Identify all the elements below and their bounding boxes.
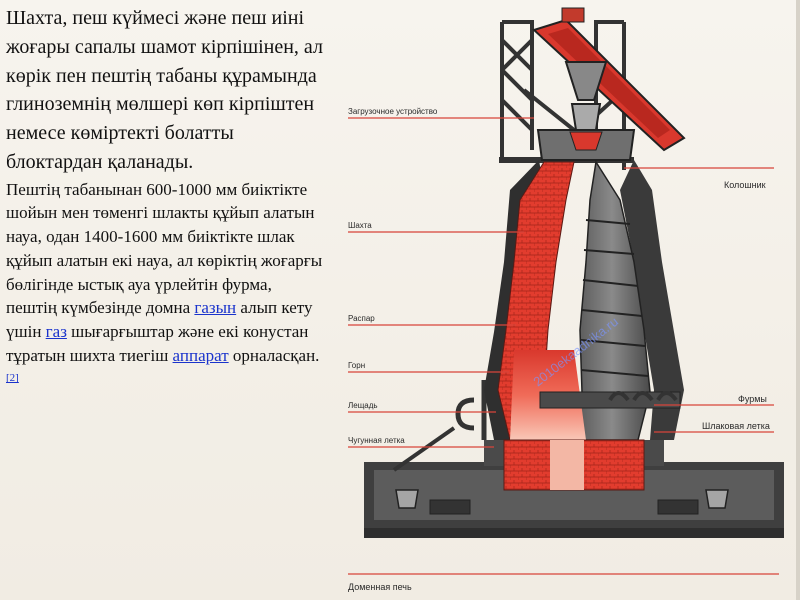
text-column: Шахта, пеш күймесі және пеш иіні жоғары … [6,4,326,395]
citation-link[interactable]: [2] [6,372,19,385]
link-gas-2[interactable]: газ [45,322,67,341]
label-shaft: Шахта [348,221,372,230]
body-paragraph: Пештің табанынан 600-1000 мм биіктікте ш… [6,178,326,395]
body-text-part-1: Пештің табанынан 600-1000 мм биіктікте ш… [6,179,323,318]
body-text-part-2: алып кету үшін [6,298,313,341]
label-slag-notch: Шлаковая летка [702,421,770,431]
label-bottom: Лещадь [348,401,378,410]
tuyeres [608,391,678,402]
figure-caption: Доменная печь [348,582,412,592]
body-text-part-4: орналасқан. [228,345,320,365]
blast-furnace-diagram: 2010ekaadnika.ru Загрузочное устройство … [348,7,784,592]
link-apparatus[interactable]: аппарат [172,345,229,365]
lead-paragraph: Шахта, пеш күймесі және пеш иіні жоғары … [6,7,323,173]
ladle-right [705,489,729,509]
body-text-part-3: шығарғыштар және екі конустан тұратын ши… [6,322,309,365]
label-bosh: Распар [348,314,375,323]
label-loading-device: Загрузочное устройство [348,107,438,116]
label-throat: Колошник [724,180,766,190]
loading-device [536,129,636,161]
blast-furnace-figure: 2010ekaadnika.ru Загрузочное устройство … [334,0,800,600]
label-tuyeres: Фурмы [738,394,767,404]
label-iron-notch: Чугунная летка [348,436,405,445]
link-gas-1[interactable]: газын [194,298,237,318]
label-hearth: Горн [348,361,365,370]
label-lines [348,117,779,575]
skip-hoist [532,7,686,152]
ladle-left [395,489,419,509]
